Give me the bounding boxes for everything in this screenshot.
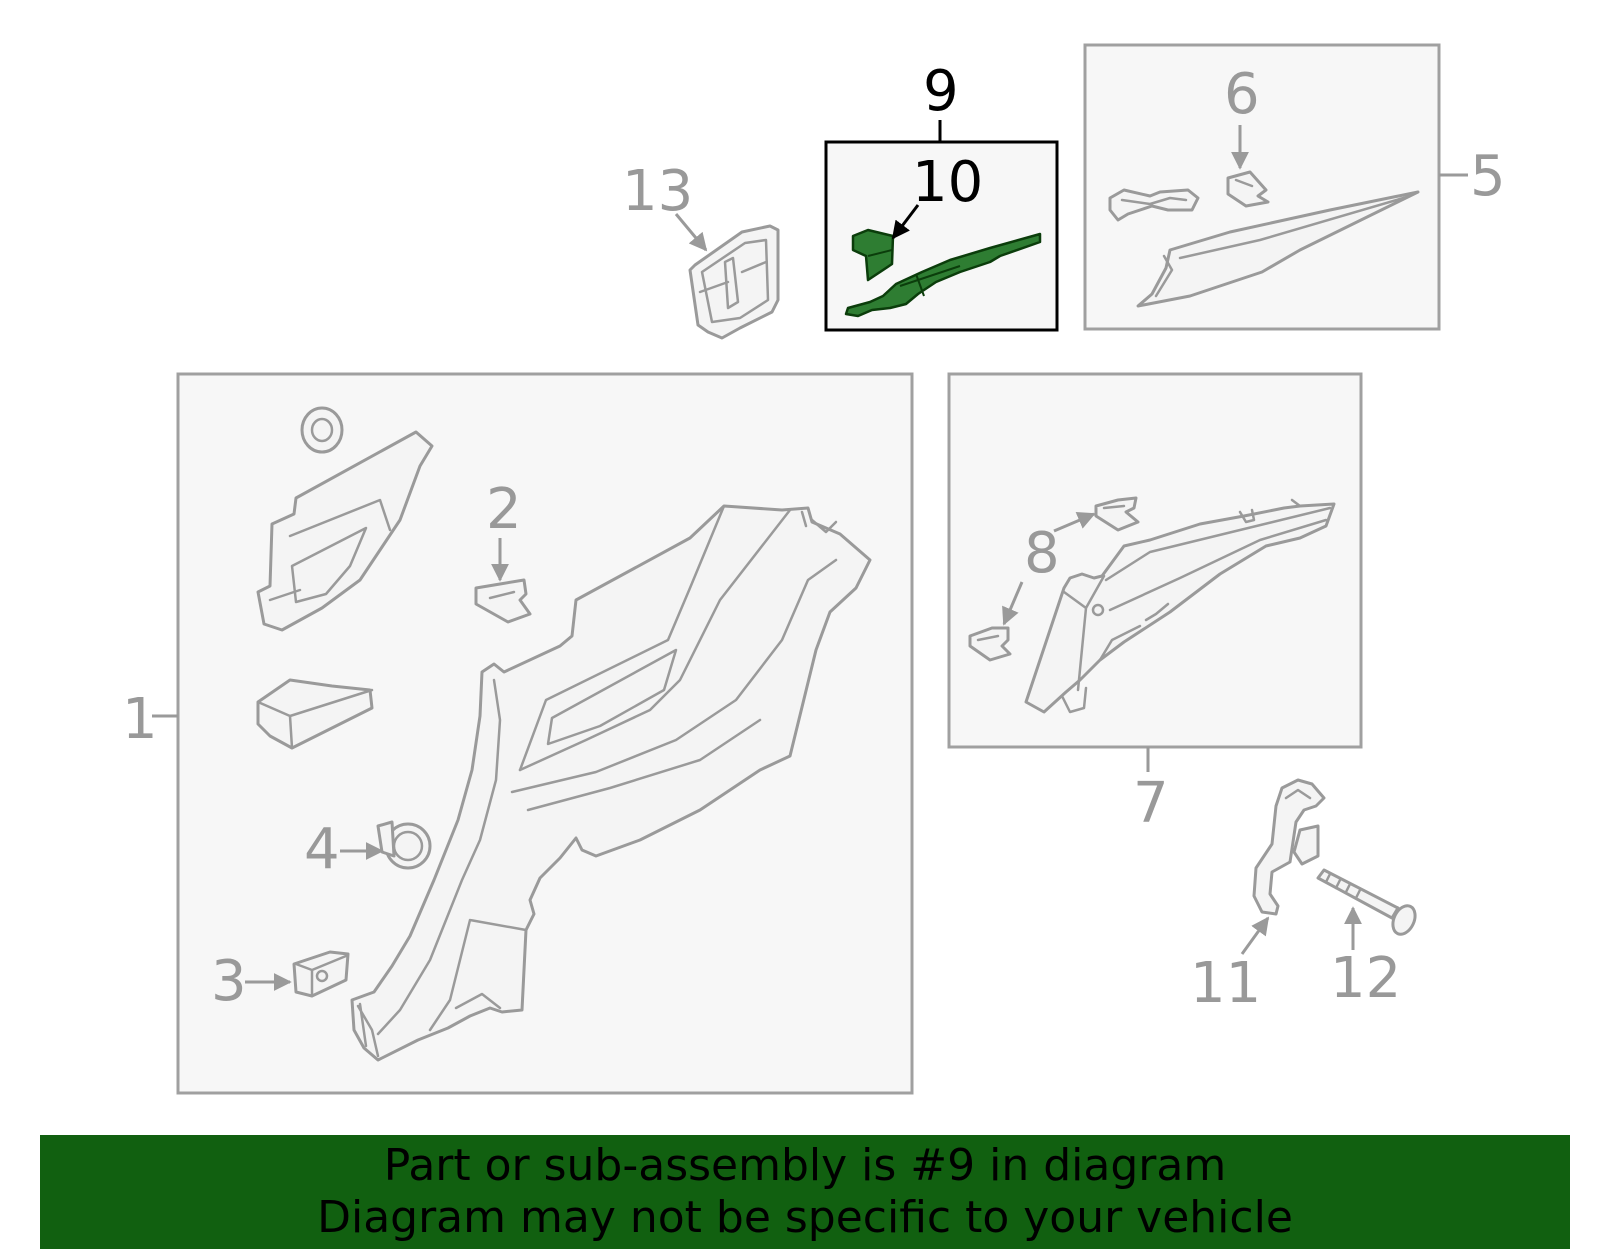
- callout-4: 4: [304, 817, 340, 882]
- callout-6: 6: [1224, 62, 1260, 127]
- part-3-nut[interactable]: [292, 950, 350, 998]
- callout-3: 3: [211, 949, 247, 1014]
- grommet[interactable]: [300, 406, 344, 454]
- callout-12: 12: [1330, 946, 1401, 1011]
- callout-9: 9: [923, 59, 959, 124]
- part-1-block[interactable]: [256, 678, 374, 750]
- part-8-clip-lower[interactable]: [968, 626, 1012, 662]
- callout-2: 2: [486, 477, 522, 542]
- callout-10: 10: [912, 150, 983, 215]
- part-9-trim-bracket[interactable]: [844, 232, 1042, 318]
- part-5-harness[interactable]: [1108, 188, 1200, 222]
- callout-5: 5: [1470, 144, 1506, 209]
- banner-line-2: Diagram may not be specific to your vehi…: [317, 1192, 1293, 1243]
- banner-line-1: Part or sub-assembly is #9 in diagram: [383, 1140, 1227, 1191]
- callout-7: 7: [1133, 771, 1169, 836]
- part-13-bracket[interactable]: [688, 224, 780, 340]
- part-6-clip[interactable]: [1226, 170, 1270, 208]
- callout-11: 11: [1190, 951, 1261, 1016]
- part-12-bolt[interactable]: [1316, 868, 1419, 938]
- part-8-clip-upper[interactable]: [1094, 496, 1140, 532]
- info-banner: Part or sub-assembly is #9 in diagram Di…: [40, 1135, 1570, 1249]
- callout-8: 8: [1024, 521, 1060, 586]
- part-7-trim[interactable]: [1024, 498, 1336, 714]
- part-11-hook[interactable]: [1252, 778, 1326, 916]
- part-5-garnish[interactable]: [1136, 190, 1420, 308]
- part-1-quarter-trim[interactable]: [350, 504, 872, 1062]
- part-2-clip[interactable]: [474, 578, 532, 624]
- callout-13: 13: [622, 159, 693, 224]
- part-10-clip[interactable]: [851, 228, 895, 282]
- part-1-upper-trim[interactable]: [256, 430, 434, 632]
- callout-1: 1: [122, 687, 158, 752]
